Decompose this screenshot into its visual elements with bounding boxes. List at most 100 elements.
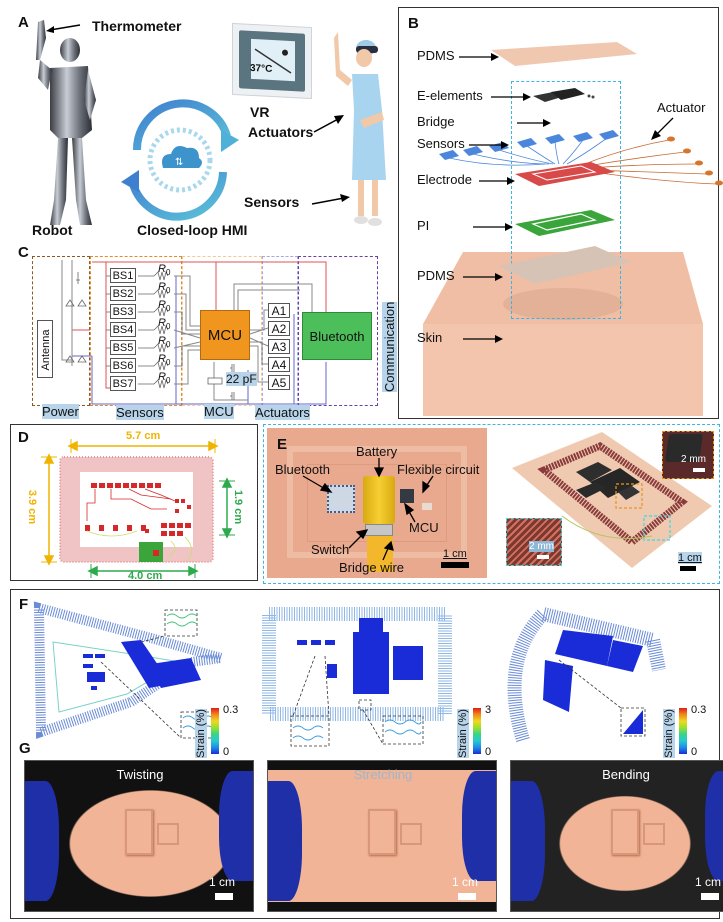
group-label-mcu: MCU <box>204 404 234 419</box>
robot-illustration <box>36 20 96 225</box>
layer-label-pdms-top: PDMS <box>417 48 455 63</box>
thermometer-arrow <box>46 24 81 33</box>
arrow-pdms-bottom <box>463 273 503 281</box>
photo-scale-bar <box>215 893 233 900</box>
panel-letter-b: B <box>408 15 419 32</box>
glove-right <box>705 771 723 881</box>
photo-label-bluetooth: Bluetooth <box>275 462 330 477</box>
glove-right <box>219 771 253 881</box>
label-sensors: Sensors <box>244 194 300 210</box>
resistor-symbol: R <box>158 353 166 365</box>
photo-scale-label: 1 cm <box>452 875 479 889</box>
bluetooth-block: Bluetooth <box>302 312 372 360</box>
render-scale-bar <box>680 566 696 571</box>
label-closed-loop-hmi: Closed-loop HMI <box>137 222 248 238</box>
photo-arrows <box>302 458 434 561</box>
panel-letter-e: E <box>277 436 288 453</box>
pdms-top-layer <box>491 42 637 66</box>
sensors-arrow <box>311 194 350 205</box>
actuator-component: A5 <box>268 375 290 390</box>
inset-scale-label-2: 2 mm <box>529 541 554 552</box>
colorbar-2-max: 3 <box>485 704 492 716</box>
sensor-component: BS1 <box>110 268 136 283</box>
glove-left <box>25 781 59 901</box>
actuator-component: A3 <box>268 339 290 354</box>
bridge-wire <box>367 536 393 572</box>
resistor-symbol: R <box>158 299 166 311</box>
resistor-subscript: 0 <box>165 376 171 386</box>
colorbar-2-label: Strain (%) <box>457 709 469 758</box>
embedded-device <box>611 809 639 855</box>
photo-label-flexible-circuit: Flexible circuit <box>397 462 480 477</box>
vr-screen: 37°C <box>232 22 312 100</box>
resistor-label: R0 <box>158 299 170 313</box>
photo-label-bridge-wire: Bridge wire <box>339 560 405 575</box>
bluetooth-label: Bluetooth <box>309 328 365 344</box>
sensor-component: BS2 <box>110 286 136 301</box>
sensor-component: BS3 <box>110 304 136 319</box>
pi-layer <box>515 210 615 236</box>
arrow-pdms-top <box>459 53 499 61</box>
antenna-component: Antenna <box>37 320 53 378</box>
embedded-module <box>643 823 665 845</box>
glove-right <box>462 771 496 881</box>
resistor-subscript: 0 <box>165 322 171 332</box>
mcu-chip <box>400 489 414 503</box>
render-board <box>512 432 712 568</box>
panel-b: B <box>398 7 723 419</box>
render-scale-label: 1 cm <box>678 552 702 564</box>
sensor-component: BS6 <box>110 358 136 373</box>
actuator-component: A4 <box>268 357 290 372</box>
inset-chip-closeup: 2 mm <box>662 431 714 479</box>
sensor-component: BS4 <box>110 322 136 337</box>
embedded-device <box>368 809 396 855</box>
colorbar-1-min: 0 <box>223 746 230 758</box>
dim-width: 5.7 cm <box>126 430 161 442</box>
layer-label-skin: Skin <box>417 330 443 345</box>
device-render: 2 mm 2 mm 1 cm <box>492 428 717 578</box>
battery <box>363 476 395 524</box>
arrow-e-elements <box>491 93 531 101</box>
group-label-actuators: Actuators <box>255 405 310 420</box>
resistor-label: R0 <box>158 353 170 367</box>
svg-text:⇅: ⇅ <box>175 157 183 168</box>
panel-e: E Battery Bluetooth Flexible circuit MCU… <box>263 424 720 584</box>
label-actuator: Actuator <box>657 100 706 115</box>
resistor-subscript: 0 <box>165 340 171 350</box>
group-label-sensors: Sensors <box>116 405 164 420</box>
resistor-subscript: 0 <box>165 304 171 314</box>
embedded-module <box>157 823 179 845</box>
photo-scale-bar <box>441 562 469 568</box>
vr-temperature: 37°C <box>250 62 273 76</box>
photo-label-switch: Switch <box>311 542 350 557</box>
photo-scale-label: 1 cm <box>443 548 467 560</box>
strain-sim-stretching <box>262 607 452 747</box>
resistor-label: R0 <box>158 263 170 277</box>
label-robot: Robot <box>32 222 73 238</box>
user-illustration <box>334 32 386 226</box>
inset-scale-label-1: 2 mm <box>681 454 706 465</box>
arrow-skin <box>463 335 503 343</box>
photo-scale-bar <box>701 893 719 900</box>
colorbar-1-label: Strain (%) <box>195 709 207 758</box>
layer-label-electrode: Electrode <box>417 172 472 187</box>
photo-scale-label: 1 cm <box>209 875 236 889</box>
resistor-label: R0 <box>158 335 170 349</box>
resistor-symbol: R <box>158 335 166 347</box>
dim-inner-width: 4.0 cm <box>128 570 163 582</box>
strain-sim-bending <box>507 606 666 743</box>
panel-letter-f: F <box>19 596 29 613</box>
label-actuators: Actuators <box>248 124 314 140</box>
layer-label-bridge: Bridge <box>417 114 455 129</box>
layer-label-pi: PI <box>417 218 430 233</box>
skin-block <box>423 252 703 416</box>
resistor-symbol: R <box>158 371 166 383</box>
panel-letter-a: A <box>18 14 29 31</box>
label-vr: VR <box>250 104 270 120</box>
photo-title: Bending <box>602 767 650 782</box>
photo-label-battery: Battery <box>356 444 398 459</box>
photo-label-mcu: MCU <box>409 520 439 535</box>
inset-trace-closeup: 2 mm <box>506 518 562 566</box>
